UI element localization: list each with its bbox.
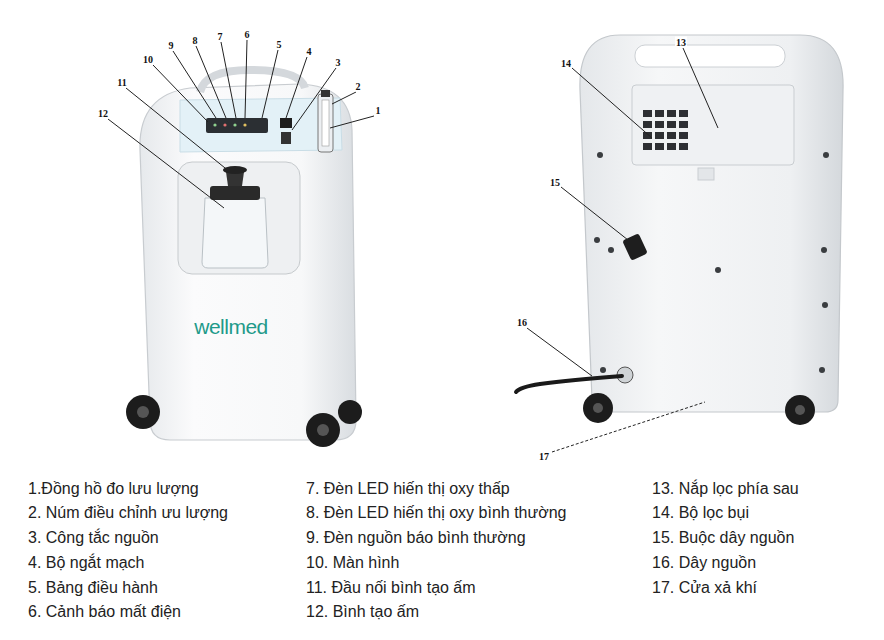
callout-number: 10 — [142, 54, 154, 65]
callout-number: 9 — [168, 40, 175, 51]
part-name: 16. Dây nguồn — [652, 553, 756, 572]
callout-number: 12 — [97, 108, 109, 119]
callout-number: 3 — [335, 57, 342, 68]
callout-number: 5 — [276, 39, 283, 50]
callout-number: 11 — [116, 77, 127, 88]
part-name: 4. Bộ ngắt mạch — [28, 553, 145, 572]
part-name: 17. Cửa xả khí — [652, 578, 757, 597]
part-name: 11. Đầu nối bình tạo ấm — [306, 578, 476, 597]
part-name: 5. Bảng điều hành — [28, 578, 158, 597]
part-name: 14. Bộ lọc bụi — [652, 503, 749, 522]
callout-number: 1 — [375, 105, 382, 116]
callout-number: 4 — [306, 46, 313, 57]
part-name: 10. Màn hình — [306, 553, 399, 572]
callout-number: 14 — [560, 58, 572, 69]
callout-number: 2 — [355, 81, 362, 92]
callout-number: 7 — [217, 31, 224, 42]
callout-number: 8 — [192, 35, 199, 46]
part-name: 2. Núm điều chỉnh ưu lượng — [28, 503, 228, 522]
part-name: 1.Đồng hồ đo lưu lượng — [28, 479, 199, 498]
callout-number: 16 — [516, 317, 528, 328]
brand-logo: wellmed — [194, 315, 268, 339]
part-name: 13. Nắp lọc phía sau — [652, 479, 799, 498]
part-name: 9. Đèn nguồn báo bình thường — [306, 528, 526, 547]
part-name: 6. Cảnh báo mất điện — [28, 602, 181, 621]
callout-number: 13 — [675, 37, 687, 48]
part-name: 8. Đèn LED hiến thị oxy bình thường — [306, 503, 566, 522]
callout-number: 15 — [549, 177, 561, 188]
callout-number: 6 — [244, 29, 251, 40]
callout-number: 17 — [538, 451, 550, 462]
front-unit — [108, 40, 374, 447]
part-name: 7. Đèn LED hiến thị oxy thấp — [306, 479, 510, 498]
part-name: 12. Bình tạo ấm — [306, 602, 419, 621]
part-name: 15. Buộc dây nguồn — [652, 528, 794, 547]
part-name: 3. Công tắc nguồn — [28, 528, 159, 547]
back-unit — [516, 35, 843, 452]
